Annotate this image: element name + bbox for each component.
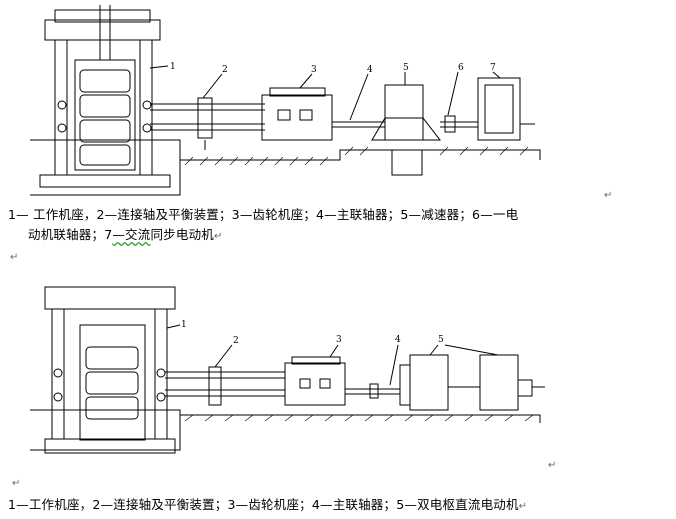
fig1-label-1: 1	[170, 62, 176, 72]
fig1-caption-line2-c: 同步电动机	[150, 227, 214, 242]
fig2-label-5: 5	[438, 335, 444, 345]
fig1-label-3: 3	[311, 65, 317, 75]
fig1-caption-line2-b: —交流	[112, 227, 151, 242]
fig1-caption-line2: 动机联轴器；7—交流同步电动机↵	[8, 225, 518, 247]
fig1-label-4: 4	[367, 65, 373, 75]
paragraph-mark-3: ↵	[518, 501, 528, 512]
figure-2-drawing: 1 2 3 4 5	[30, 286, 545, 454]
fig1-label-6: 6	[458, 63, 464, 73]
figure-1-caption: 1— 工作机座，2—连接轴及平衡装置；3—齿轮机座；4—主联轴器；5—减速器；6…	[8, 205, 518, 247]
fig1-label-7: 7	[490, 63, 496, 73]
paragraph-mark-2: ↵	[10, 252, 19, 263]
fig1-label-2: 2	[222, 65, 228, 75]
fig1-caption-line1: 1— 工作机座，2—连接轴及平衡装置；3—齿轮机座；4—主联轴器；5—减速器；6…	[8, 207, 519, 222]
fig2-caption-text: 1—工作机座，2—连接轴及平衡装置；3—齿轮机座；4—主联轴器；5—双电枢直流电…	[8, 497, 519, 512]
fig2-label-2: 2	[233, 336, 239, 346]
fig2-label-3: 3	[336, 335, 342, 345]
figure-2-caption: 1—工作机座，2—连接轴及平衡装置；3—齿轮机座；4—主联轴器；5—双电枢直流电…	[8, 495, 527, 517]
return-mark-2: ↵	[12, 478, 21, 489]
return-mark: ↵	[604, 190, 613, 201]
paragraph-mark: ↵	[213, 231, 223, 242]
fig2-label-4: 4	[395, 335, 401, 345]
fig1-label-5: 5	[403, 63, 409, 73]
fig2-label-1: 1	[181, 320, 187, 330]
return-mark-3: ↵	[548, 460, 557, 471]
figure-1-drawing: 1 2 3 4 5 6 7	[30, 5, 541, 196]
fig1-caption-line2-a: 动机联轴器；7	[28, 227, 113, 242]
